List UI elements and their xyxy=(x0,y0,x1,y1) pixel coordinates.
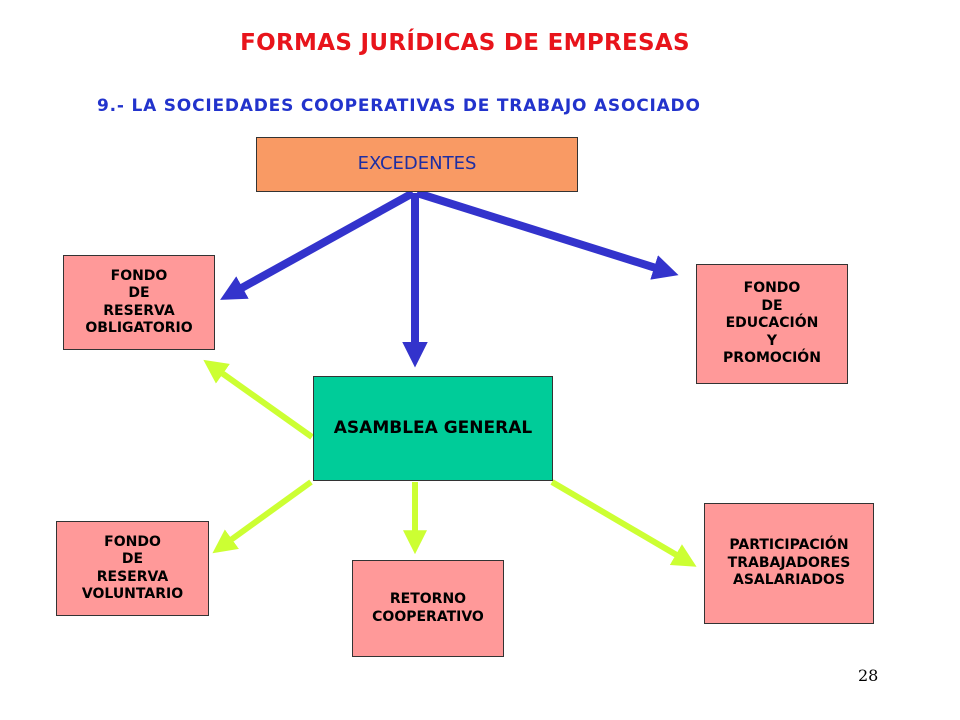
asamblea-general-box: ASAMBLEA GENERAL xyxy=(313,376,553,481)
fondo-educacion-promocion-box: FONDO DE EDUCACIÓN Y PROMOCIÓN xyxy=(696,264,848,384)
participacion-trabajadores-box: PARTICIPACIÓN TRABAJADORES ASALARIADOS xyxy=(704,503,874,624)
fondo-reserva-obligatorio-label: FONDO DE RESERVA OBLIGATORIO xyxy=(85,267,193,337)
arrow-asamblea-to-reserva-obligatorio xyxy=(203,359,314,440)
page-title: FORMAS JURÍDICAS DE EMPRESAS xyxy=(240,30,690,56)
participacion-trabajadores-label: PARTICIPACIÓN TRABAJADORES ASALARIADOS xyxy=(727,537,851,589)
fondo-educacion-promocion-label: FONDO DE EDUCACIÓN Y PROMOCIÓN xyxy=(723,280,821,367)
excedentes-label: EXCEDENTES xyxy=(357,153,477,175)
retorno-cooperativo-box: RETORNO COOPERATIVO xyxy=(352,560,504,657)
retorno-cooperativo-label: RETORNO COOPERATIVO xyxy=(372,591,484,625)
page-subtitle: 9.- LA SOCIEDADES COOPERATIVAS DE TRABAJ… xyxy=(97,96,701,116)
fondo-reserva-voluntario-label: FONDO DE RESERVA VOLUNTARIO xyxy=(81,533,184,603)
arrow-excedentes-to-reserva-obligatorio xyxy=(220,189,415,300)
fondo-reserva-voluntario-box: FONDO DE RESERVA VOLUNTARIO xyxy=(56,521,209,616)
arrow-asamblea-to-participacion xyxy=(550,479,697,567)
excedentes-box: EXCEDENTES xyxy=(256,137,578,192)
page-number: 28 xyxy=(858,666,879,685)
arrow-excedentes-to-educacion xyxy=(415,189,679,280)
arrow-asamblea-to-reserva-voluntario xyxy=(212,479,313,554)
asamblea-general-label: ASAMBLEA GENERAL xyxy=(333,417,533,438)
fondo-reserva-obligatorio-box: FONDO DE RESERVA OBLIGATORIO xyxy=(63,255,215,350)
